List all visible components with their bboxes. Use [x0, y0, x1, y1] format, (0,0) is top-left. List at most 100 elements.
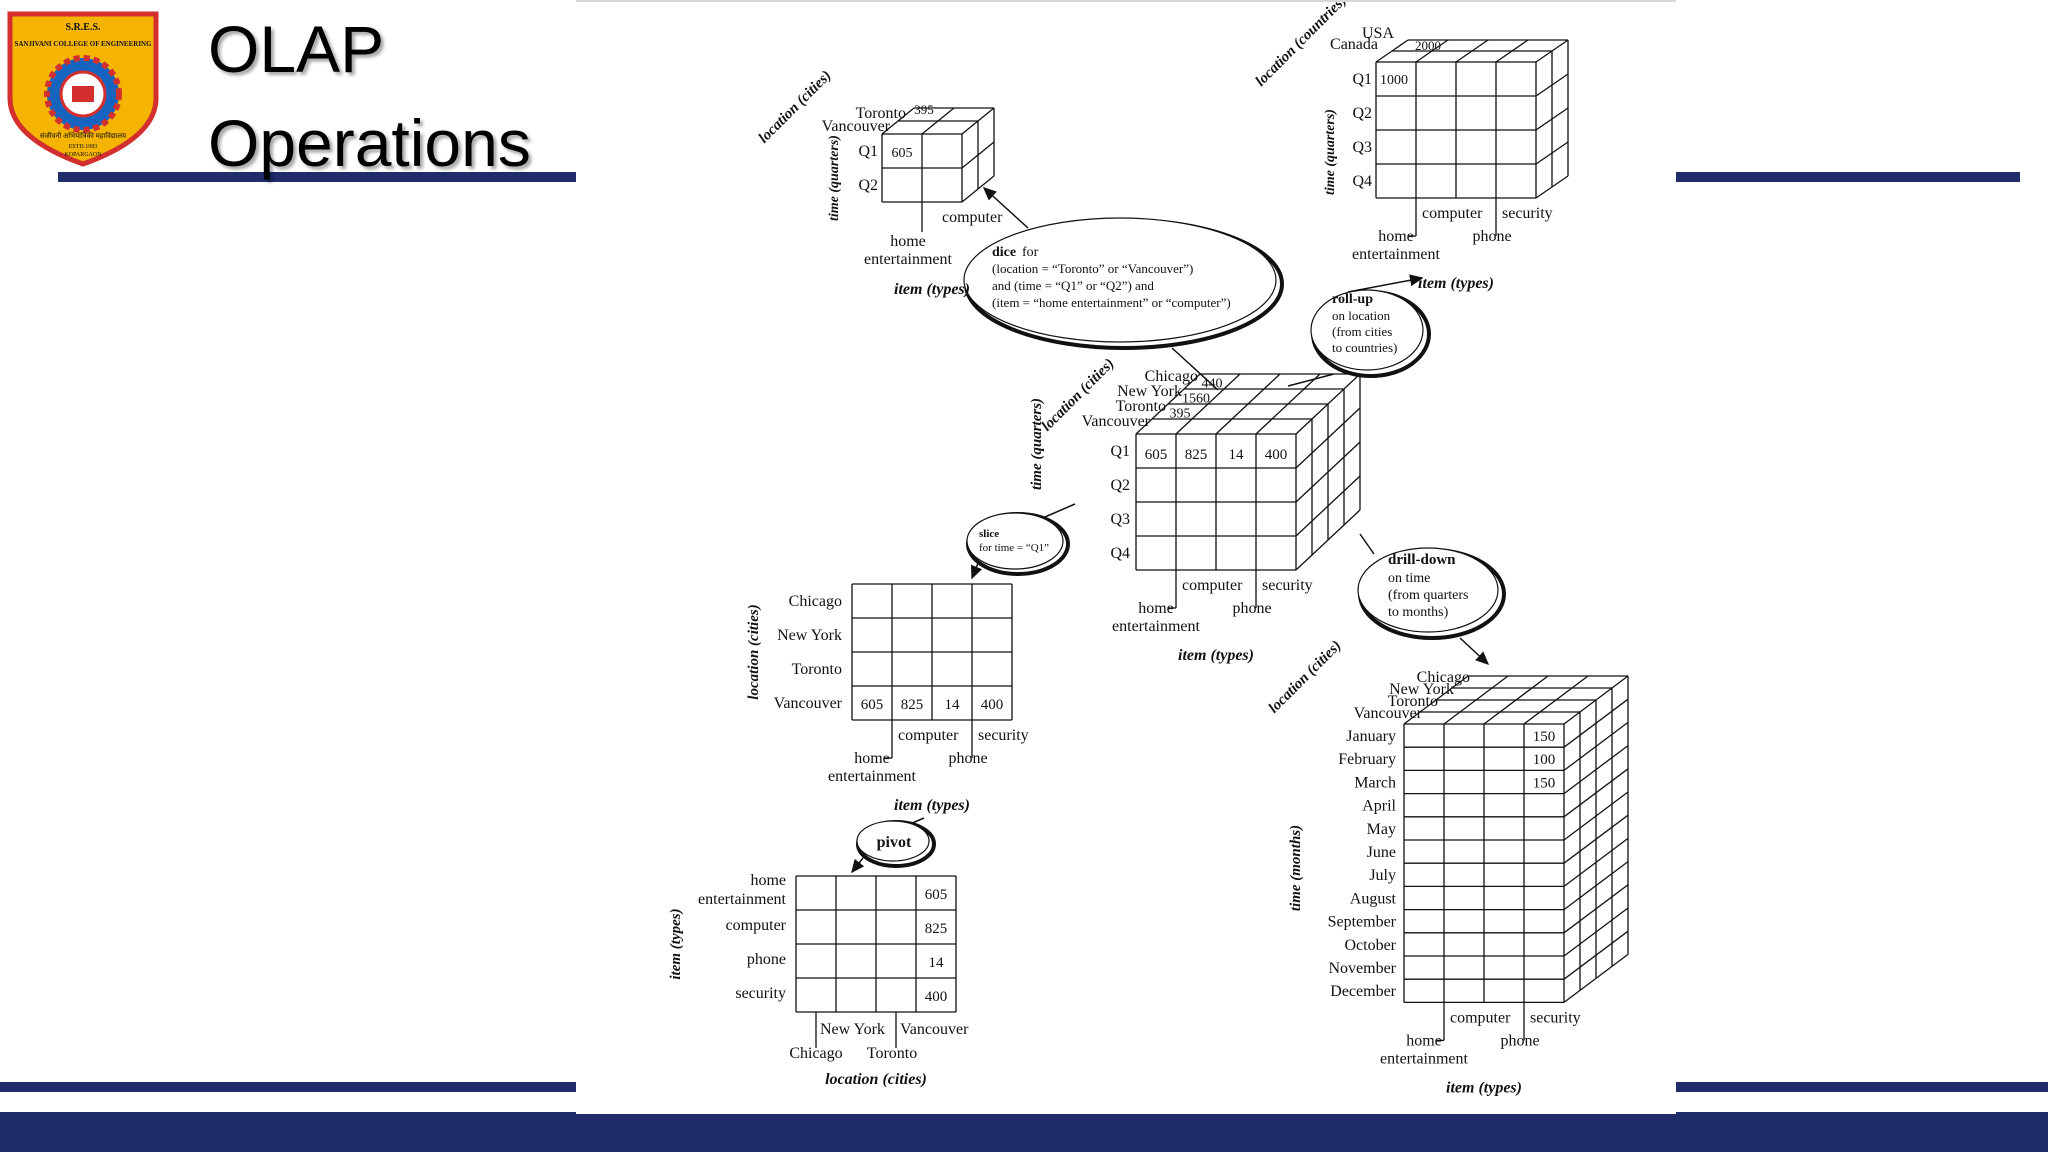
- pivot-col-chicago: Chicago: [789, 1045, 842, 1062]
- slice-value-0: 605: [861, 697, 884, 713]
- center-city-3: Vancouver: [1082, 413, 1151, 430]
- slice-item-computer: computer: [898, 727, 959, 744]
- dice-time-axis: time (quarters): [827, 135, 842, 221]
- drill-connector: [1359, 533, 1375, 555]
- slice-label-title: slice: [979, 528, 999, 540]
- rollup-quarter-3: Q4: [1352, 173, 1372, 190]
- rollup-label-line2: (from cities: [1332, 324, 1392, 339]
- slice-value-1: 825: [901, 697, 924, 713]
- slice-item-security: security: [978, 727, 1029, 744]
- center-item-security: security: [1262, 577, 1313, 594]
- dice-label-for: for: [1022, 245, 1039, 260]
- center-item-computer: computer: [1182, 577, 1243, 594]
- drill-label-line2: (from quarters: [1388, 588, 1468, 603]
- rollup-label-line3: to countries): [1332, 340, 1397, 355]
- drill-city-2: Toronto: [1388, 693, 1438, 710]
- drill-city-1: New York: [1389, 681, 1454, 698]
- logo-name-text: SANJIVANI COLLEGE OF ENGINEERING: [14, 40, 152, 48]
- drill-city-0: Chicago: [1417, 669, 1470, 686]
- center-item-phone: phone: [1232, 600, 1271, 617]
- pivot-value-2: 14: [929, 955, 945, 971]
- dice-quarter-0: Q1: [858, 143, 878, 160]
- pivot-location-axis: location (cities): [825, 1071, 927, 1088]
- pivot-row-3: security: [735, 985, 786, 1002]
- center-quarter-1: Q2: [1110, 477, 1130, 494]
- pivot-row-0-line2: entertainment: [698, 891, 787, 908]
- rollup-label-title: roll-up: [1332, 292, 1373, 307]
- center-item-entertainment: entertainment: [1112, 618, 1201, 635]
- dice-label-line2: and (time = “Q1” or “Q2”) and: [992, 278, 1154, 293]
- rollup-item-home: home: [1378, 228, 1414, 245]
- center-depth-value-1: 1560: [1182, 392, 1210, 407]
- footer-band: [0, 1112, 2048, 1152]
- rollup-label-line1: on location: [1332, 308, 1391, 323]
- center-item-home: home: [1138, 600, 1174, 617]
- pivot-row-2: phone: [747, 951, 786, 968]
- slice-row-0: Chicago: [789, 593, 842, 610]
- rollup-quarter-2: Q3: [1352, 139, 1372, 156]
- rollup-country-0: USA: [1362, 25, 1394, 42]
- rollup-value-top: 2000: [1415, 38, 1441, 53]
- rollup-item-axis: item (types): [1418, 275, 1494, 292]
- center-time-axis: time (quarters): [1029, 398, 1045, 490]
- center-quarter-3: Q4: [1110, 545, 1130, 562]
- logo-place-text: KOPARGAON: [64, 152, 102, 158]
- header-rule-left: [58, 172, 576, 182]
- drill-month-11: December: [1330, 983, 1396, 1000]
- center-item-axis: item (types): [1178, 647, 1254, 664]
- center-depth-value-0: 440: [1202, 377, 1223, 392]
- drill-item-phone: phone: [1500, 1032, 1539, 1049]
- center-city-1: New York: [1117, 383, 1182, 400]
- pivot-row-0-line1: home: [750, 872, 786, 889]
- drill-item-entertainment: entertainment: [1380, 1050, 1469, 1067]
- center-depth-value-2: 395: [1170, 407, 1191, 422]
- pivot-label-title: pivot: [877, 834, 912, 851]
- slide-title-line2: Operations: [208, 106, 531, 180]
- center-quarter-0: Q1: [1110, 443, 1130, 460]
- slice-item-home: home: [854, 750, 890, 767]
- rollup-country-1: Canada: [1330, 36, 1378, 53]
- drill-time-axis: time (months): [1288, 825, 1304, 911]
- pivot-row-1: computer: [726, 917, 787, 934]
- logo-top-text: S.R.E.S.: [65, 22, 101, 33]
- slice-value-3: 400: [981, 697, 1004, 713]
- center-front-value-1: 825: [1185, 447, 1208, 463]
- dice-value-top: 395: [914, 102, 934, 117]
- header-rule-right: [1676, 172, 2020, 182]
- rollup-value-front: 1000: [1380, 73, 1408, 88]
- center-front-value-3: 400: [1265, 447, 1288, 463]
- rollup-quarter-0: Q1: [1352, 71, 1372, 88]
- dice-item-home: home: [890, 233, 926, 250]
- drill-month-8: September: [1328, 914, 1397, 931]
- drill-month-9: October: [1344, 937, 1396, 954]
- drill-month-0: January: [1346, 728, 1396, 745]
- dice-item-computer: computer: [942, 209, 1003, 226]
- drill-value-0: 150: [1533, 729, 1556, 745]
- dice-connector: [1171, 347, 1219, 391]
- drill-item-computer: computer: [1450, 1009, 1511, 1026]
- pivot-value-3: 400: [925, 989, 948, 1005]
- drill-location-axis: location (cities): [1266, 638, 1345, 717]
- rollup-item-computer: computer: [1422, 205, 1483, 222]
- dice-value-front: 605: [892, 146, 913, 161]
- college-emblem-icon: S.R.E.S. SANJIVANI COLLEGE OF ENGINEERIN…: [7, 11, 159, 167]
- drill-label-line3: to months): [1388, 605, 1449, 620]
- dice-label-line1: (location = “Toronto” or “Vancouver”): [992, 261, 1193, 276]
- drill-value-2: 150: [1533, 775, 1556, 791]
- pivot-value-1: 825: [925, 921, 948, 937]
- dice-quarter-1: Q2: [858, 177, 878, 194]
- college-logo: S.R.E.S. SANJIVANI COLLEGE OF ENGINEERIN…: [0, 8, 166, 168]
- center-front-value-0: 605: [1145, 447, 1168, 463]
- slide-title-line1: OLAP: [208, 12, 385, 86]
- pivot-col-newyork: New York: [820, 1021, 885, 1038]
- center-front-value-2: 14: [1229, 447, 1245, 463]
- slice-item-axis: item (types): [894, 797, 970, 814]
- center-city-2: Toronto: [1116, 398, 1166, 415]
- dice-label-title: dice: [992, 245, 1016, 260]
- drill-label-title: drill-down: [1388, 552, 1456, 568]
- slice-location-axis: location (cities): [746, 604, 762, 699]
- pivot-arrow: [851, 857, 865, 874]
- rollup-connector: [1287, 373, 1335, 387]
